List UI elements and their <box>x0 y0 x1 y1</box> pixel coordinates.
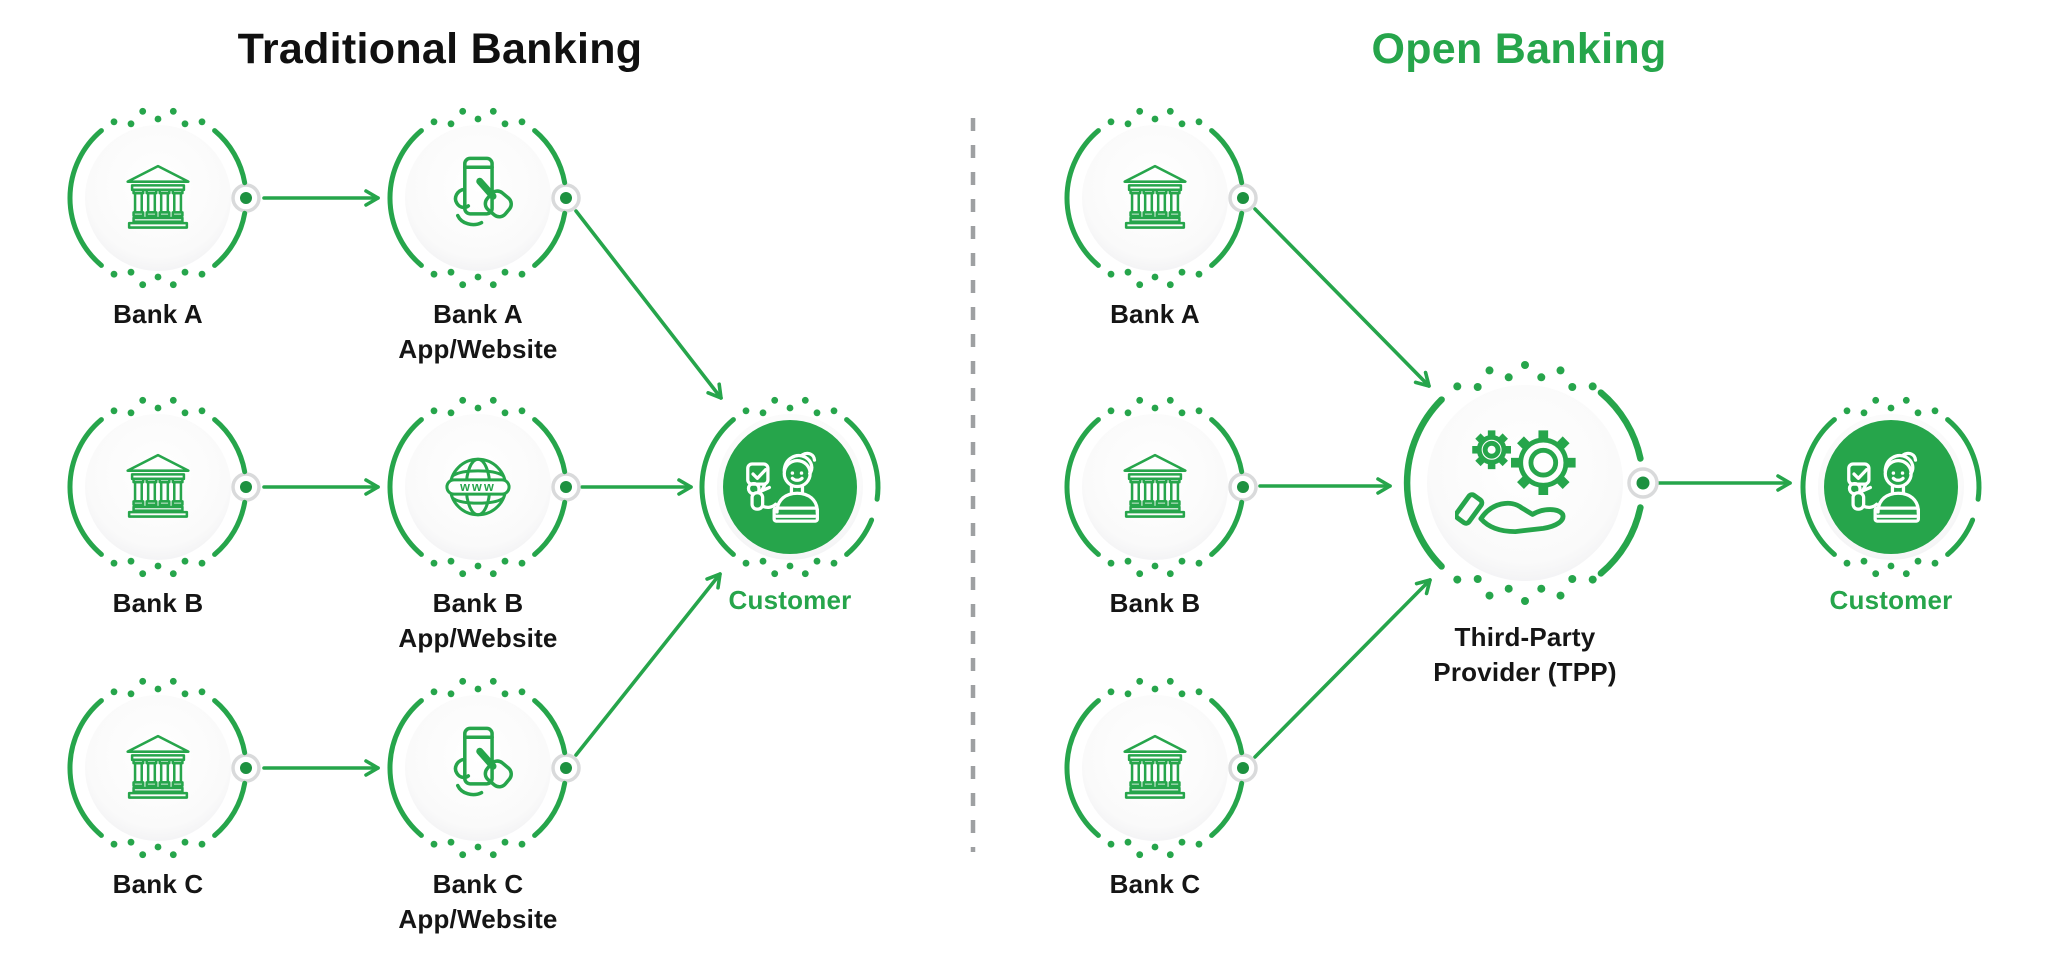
node-left-customer <box>690 387 890 592</box>
label-app-c: Bank C App/Website <box>358 867 598 937</box>
node-left-bank-b <box>58 387 258 592</box>
label-app-b-line1: Bank B <box>432 588 524 618</box>
node-right-bank-b <box>1055 387 1255 592</box>
node-ring <box>70 108 245 288</box>
label-tpp-line2: Provider (TPP) <box>1433 657 1617 687</box>
label-app-b-line2: App/Website <box>398 623 558 653</box>
label-left-bank-b: Bank B <box>112 588 204 618</box>
label-app-a-line2: App/Website <box>398 334 558 364</box>
label-right-bank-c: Bank C <box>1109 869 1201 899</box>
label-left-customer: Customer <box>728 585 852 615</box>
label-tpp-line1: Third-Party <box>1454 622 1596 652</box>
node-left-bank-a <box>58 98 258 303</box>
node-right-bank-c <box>1055 668 1255 873</box>
label-left-bank-a: Bank A <box>113 299 203 329</box>
label-app-a: Bank A App/Website <box>358 297 598 367</box>
arrow-bank-a-to-tpp <box>1253 207 1431 388</box>
open-banking-title: Open Banking <box>1371 25 1667 73</box>
label-right-bank-b: Bank B <box>1109 588 1201 618</box>
label-app-c-line1: Bank C <box>432 869 524 899</box>
arrow-app-a-to-customer <box>574 209 723 400</box>
label-app-c-line2: App/Website <box>398 904 558 934</box>
node-app-a <box>378 98 578 303</box>
node-app-c <box>378 668 578 873</box>
arrow-app-c-to-customer <box>574 572 722 757</box>
arrow-bank-c-to-tpp <box>1253 578 1432 759</box>
node-app-b <box>378 387 578 592</box>
node-right-customer <box>1791 387 1991 592</box>
connector-dots <box>231 183 1659 783</box>
node-left-bank-c <box>58 668 258 873</box>
node-tpp <box>1395 353 1655 618</box>
label-app-a-line1: Bank A <box>433 299 523 329</box>
node-right-bank-a <box>1055 98 1255 303</box>
label-tpp: Third-Party Provider (TPP) <box>1395 620 1655 690</box>
label-right-customer: Customer <box>1829 585 1953 615</box>
traditional-banking-title: Traditional Banking <box>237 25 643 73</box>
label-right-bank-a: Bank A <box>1110 299 1200 329</box>
label-left-bank-c: Bank C <box>112 869 204 899</box>
label-app-b: Bank B App/Website <box>358 586 598 656</box>
